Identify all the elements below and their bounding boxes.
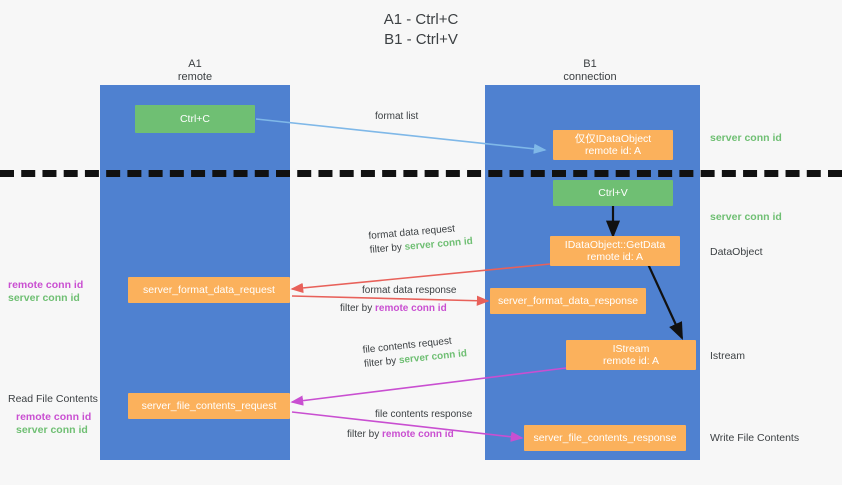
dashed-divider — [0, 170, 842, 177]
arrow-label-format-data-response: format data response filter by remote co… — [340, 284, 457, 316]
arrow-label-format-data-response-line2: filter by remote conn id — [340, 302, 457, 316]
node-getdata-line1: IDataObject::GetData — [564, 238, 666, 251]
column-header-b1: B1 connection — [505, 58, 675, 84]
column-header-a1: A1 remote — [110, 58, 280, 84]
label-group-conn-ids-mid: remote conn id server conn id — [8, 279, 98, 305]
label-write-file-contents: Write File Contents — [710, 432, 800, 444]
label-remote-conn-id-mid: remote conn id — [8, 279, 84, 291]
column-a1-sub: remote — [177, 71, 213, 83]
node-idataobject-line2: remote id: A — [584, 145, 642, 157]
arrow-label-file-contents-response: file contents response filter by remote … — [347, 408, 473, 442]
node-istream-line1: IStream — [612, 342, 650, 355]
label-server-conn-id-top: server conn id — [710, 132, 782, 144]
filter-prefix-4: filter by — [347, 429, 383, 440]
arrow-label-format-data-response-line1: format data response — [362, 285, 457, 296]
node-server-format-data-response[interactable]: server_format_data_response — [490, 288, 646, 314]
arrow-label-file-contents-response-line1: file contents response — [375, 409, 473, 420]
node-server-file-contents-request[interactable]: server_file_contents_request — [128, 393, 290, 419]
arrow-label-format-list: format list — [375, 111, 419, 122]
label-dataobject: DataObject — [710, 246, 763, 258]
node-ctrl-v[interactable]: Ctrl+V — [553, 180, 673, 206]
node-server-format-data-request[interactable]: server_format_data_request — [128, 277, 290, 303]
arrow-label-file-contents-request: file contents request filter by server c… — [362, 333, 468, 372]
filter-prefix-1: filter by — [369, 241, 406, 256]
label-istream: Istream — [710, 350, 746, 362]
title-line-2: B1 - Ctrl+V — [384, 31, 458, 48]
diagram-title: A1 - Ctrl+C B1 - Ctrl+V — [0, 10, 842, 50]
column-b1-name: B1 — [583, 58, 597, 70]
arrow-label-file-contents-response-line2: filter by remote conn id — [347, 428, 472, 442]
label-remote-conn-id-bottom: remote conn id — [16, 411, 92, 423]
title-line-1: A1 - Ctrl+C — [383, 11, 459, 28]
node-ctrl-c[interactable]: Ctrl+C — [135, 105, 255, 133]
node-server-format-data-response-label: server_format_data_response — [497, 294, 639, 307]
label-server-conn-id-mid: server conn id — [710, 211, 782, 223]
node-server-file-contents-request-label: server_file_contents_request — [141, 399, 277, 412]
filter-prefix-3: filter by — [363, 355, 400, 370]
node-istream[interactable]: IStream remote id: A — [566, 340, 696, 370]
filter-value-2: remote conn id — [375, 303, 447, 314]
node-ctrl-c-label: Ctrl+C — [179, 112, 211, 125]
column-b1-sub: connection — [563, 71, 617, 83]
label-group-conn-ids-bottom: remote conn id server conn id — [16, 411, 111, 437]
node-idataobject-line1: 仅仅IDataObject — [574, 132, 652, 145]
label-read-file-contents: Read File Contents — [8, 393, 98, 405]
arrow-label-format-data-request: format data request filter by server con… — [368, 221, 473, 258]
node-ctrl-v-label: Ctrl+V — [598, 186, 628, 199]
node-getdata[interactable]: IDataObject::GetData remote id: A — [550, 236, 680, 266]
node-server-format-data-request-label: server_format_data_request — [143, 283, 275, 296]
filter-prefix-2: filter by — [340, 303, 376, 314]
column-a1-name: A1 — [188, 58, 202, 70]
node-getdata-line2: remote id: A — [586, 251, 644, 263]
node-server-file-contents-response[interactable]: server_file_contents_response — [524, 425, 686, 451]
node-istream-line2: remote id: A — [602, 355, 660, 367]
label-server-conn-id-bottom: server conn id — [16, 424, 88, 436]
filter-value-4: remote conn id — [382, 429, 454, 440]
node-server-file-contents-response-label: server_file_contents_response — [533, 431, 677, 444]
node-idataobject[interactable]: 仅仅IDataObject remote id: A — [553, 130, 673, 160]
label-server-conn-id-left-mid: server conn id — [8, 292, 80, 304]
